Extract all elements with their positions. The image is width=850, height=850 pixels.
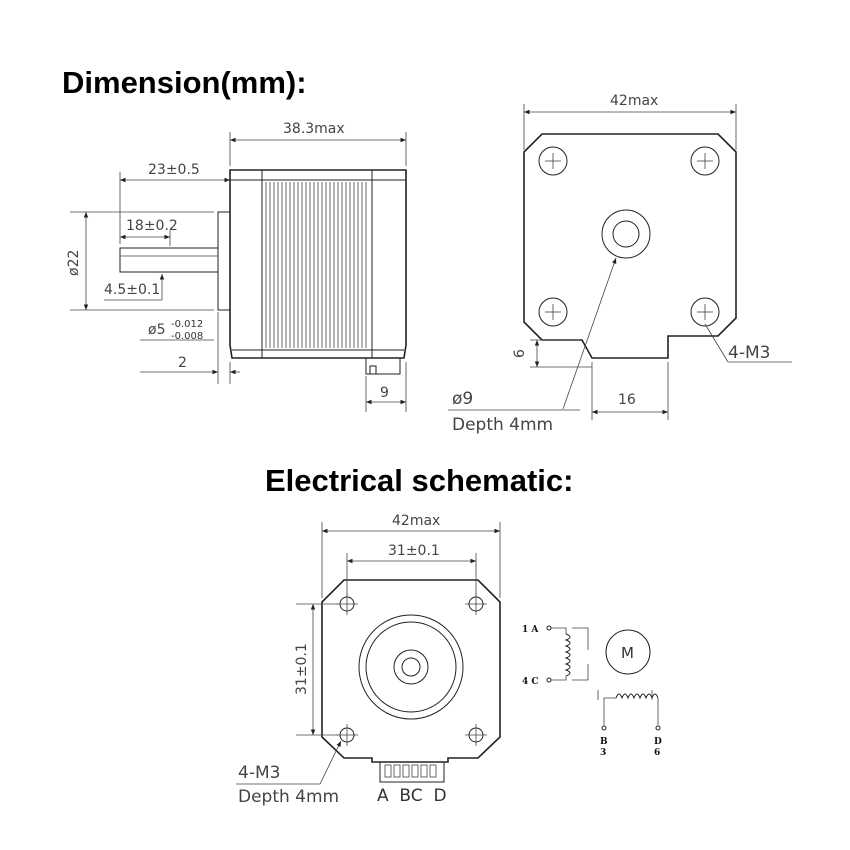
boss-diameter-label: ø22 [66,250,82,276]
flat-depth-label: 4.5±0.1 [104,282,160,298]
rotor-hub [393,649,429,685]
front-mount-holes [538,146,720,327]
terminal-b-number: 3 [600,748,606,758]
cooling-fins [265,182,367,348]
schematic-view: 42max 31±0.1 31±0.1 4-M3 Depth 4mm A BC … [236,513,501,807]
center-bore-inner [612,220,640,248]
wiring-diagram: 1 A 4 C M B 3 D 6 [522,625,662,758]
rotor-outer [358,614,464,720]
schematic-screw-callout: 4-M3 [238,763,280,783]
terminal-d-label: D [654,737,662,747]
shaft-diameter-label: ø5 [148,322,165,338]
electrical-heading: Electrical schematic: [265,463,573,498]
shaft-tol-upper: -0.012 [171,319,203,330]
motor-shaft [119,247,219,273]
front-screw-callout: 4-M3 [728,343,770,363]
overall-length-label: 38.3max [283,121,345,137]
terminal-d-number: 6 [654,748,660,758]
center-bore [601,209,651,259]
connector-pin [384,764,392,778]
connector-pins [384,764,437,778]
shaft-length-label: 18±0.2 [126,218,178,234]
connector-pin [393,764,401,778]
coil-1 [564,633,571,677]
schematic-width-label: 42max [392,513,440,529]
front-length-label: 23±0.5 [148,162,200,178]
tab-height-label: 6 [512,349,528,358]
connector-body [365,357,401,375]
schematic-screw-depth: Depth 4mm [238,787,339,807]
shaft-tol-lower: -0.008 [171,331,203,342]
motor-symbol [605,629,651,675]
motor-symbol-label: M [621,644,634,662]
connector-pin [420,764,428,778]
motor-body-outline [229,169,407,359]
terminal-4c-label: 4 C [522,677,539,687]
coil-2 [615,693,659,700]
hole-diameter-label: ø9 [452,389,473,409]
schematic-plate-outline [321,579,501,763]
terminal-b-label: B [600,737,608,747]
front-plate-outline [523,133,737,359]
connector-width-label: 9 [380,385,389,401]
connector-pin-labels: A BC D [377,786,447,806]
front-width-label: 42max [610,93,658,109]
connector-pin [411,764,419,778]
hole-spacing-v-label: 31±0.1 [294,643,310,695]
hole-depth-label: Depth 4mm [452,415,553,435]
dimension-heading: Dimension(mm): [62,65,307,100]
hole-spacing-h-label: 31±0.1 [388,543,440,559]
front-view: 42max 6 16 4-M3 ø9 Depth 4mm [448,93,792,435]
schematic-mount-holes [336,593,487,746]
terminal-1a-label: 1 A [522,625,539,635]
connector-pin [429,764,437,778]
schematic-connector [379,761,445,783]
connector-pin [402,764,410,778]
tab-width-label: 16 [618,392,636,408]
boss-height-label: 2 [178,355,187,371]
side-view: 38.3max 23±0.5 18±0.2 ø22 4.5±0.1 ø5 -0.… [66,121,407,412]
front-boss [217,211,231,311]
